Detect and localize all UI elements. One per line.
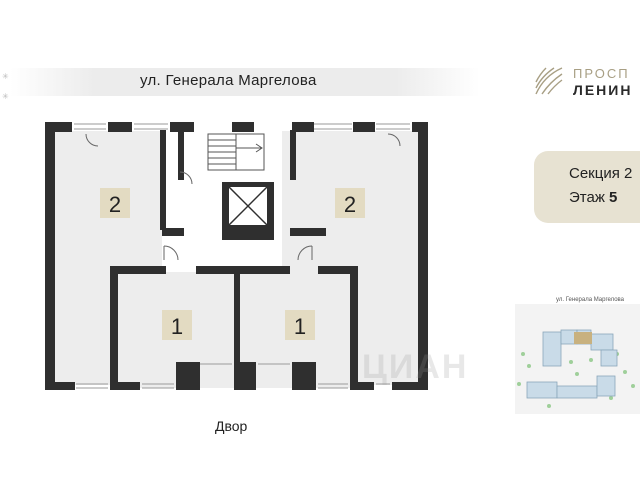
- brand-leaf-icon: [534, 66, 564, 96]
- section-floor-card: Секция 2 Этаж 5: [534, 151, 640, 223]
- room-badge-top-left[interactable]: 2: [100, 188, 130, 218]
- room-count: 1: [171, 314, 183, 339]
- room-badge-top-right[interactable]: 2: [335, 188, 365, 218]
- minimap-street-label: ул. Генерала Маргелова: [556, 297, 625, 303]
- floor-plan: 2 2 1 1: [45, 122, 428, 390]
- watermark-logo: ЦИАН: [362, 348, 469, 386]
- decor-star: ✳: [2, 92, 9, 101]
- room-badge-bottom-right[interactable]: 1: [285, 310, 315, 340]
- street-band: [10, 68, 480, 96]
- room-count: 2: [344, 192, 356, 217]
- site-minimap[interactable]: [505, 294, 640, 414]
- room-count: 2: [109, 192, 121, 217]
- room-count: 1: [294, 314, 306, 339]
- floor-label: Этаж: [569, 189, 605, 206]
- minimap-trees: [517, 352, 635, 408]
- decor-star: ✳: [2, 72, 9, 81]
- doors: [85, 133, 401, 261]
- brand-name-bottom: ЛЕНИН: [573, 82, 633, 98]
- floor-row: Этаж 5: [569, 189, 617, 206]
- room-badge-bottom-left[interactable]: 1: [162, 310, 192, 340]
- section-value: 2: [624, 165, 633, 182]
- windows: [74, 123, 410, 389]
- section-row: Секция 2: [569, 165, 632, 182]
- minimap-current-section: [574, 332, 592, 344]
- staircase: [207, 133, 265, 171]
- section-label: Секция: [569, 165, 620, 182]
- minimap-buildings: [526, 329, 618, 399]
- street-label: ул. Генерала Маргелова: [140, 72, 317, 89]
- brand-name-top: ПРОСП: [573, 66, 630, 81]
- yard-label: Двор: [215, 418, 248, 434]
- floor-value: 5: [609, 189, 618, 206]
